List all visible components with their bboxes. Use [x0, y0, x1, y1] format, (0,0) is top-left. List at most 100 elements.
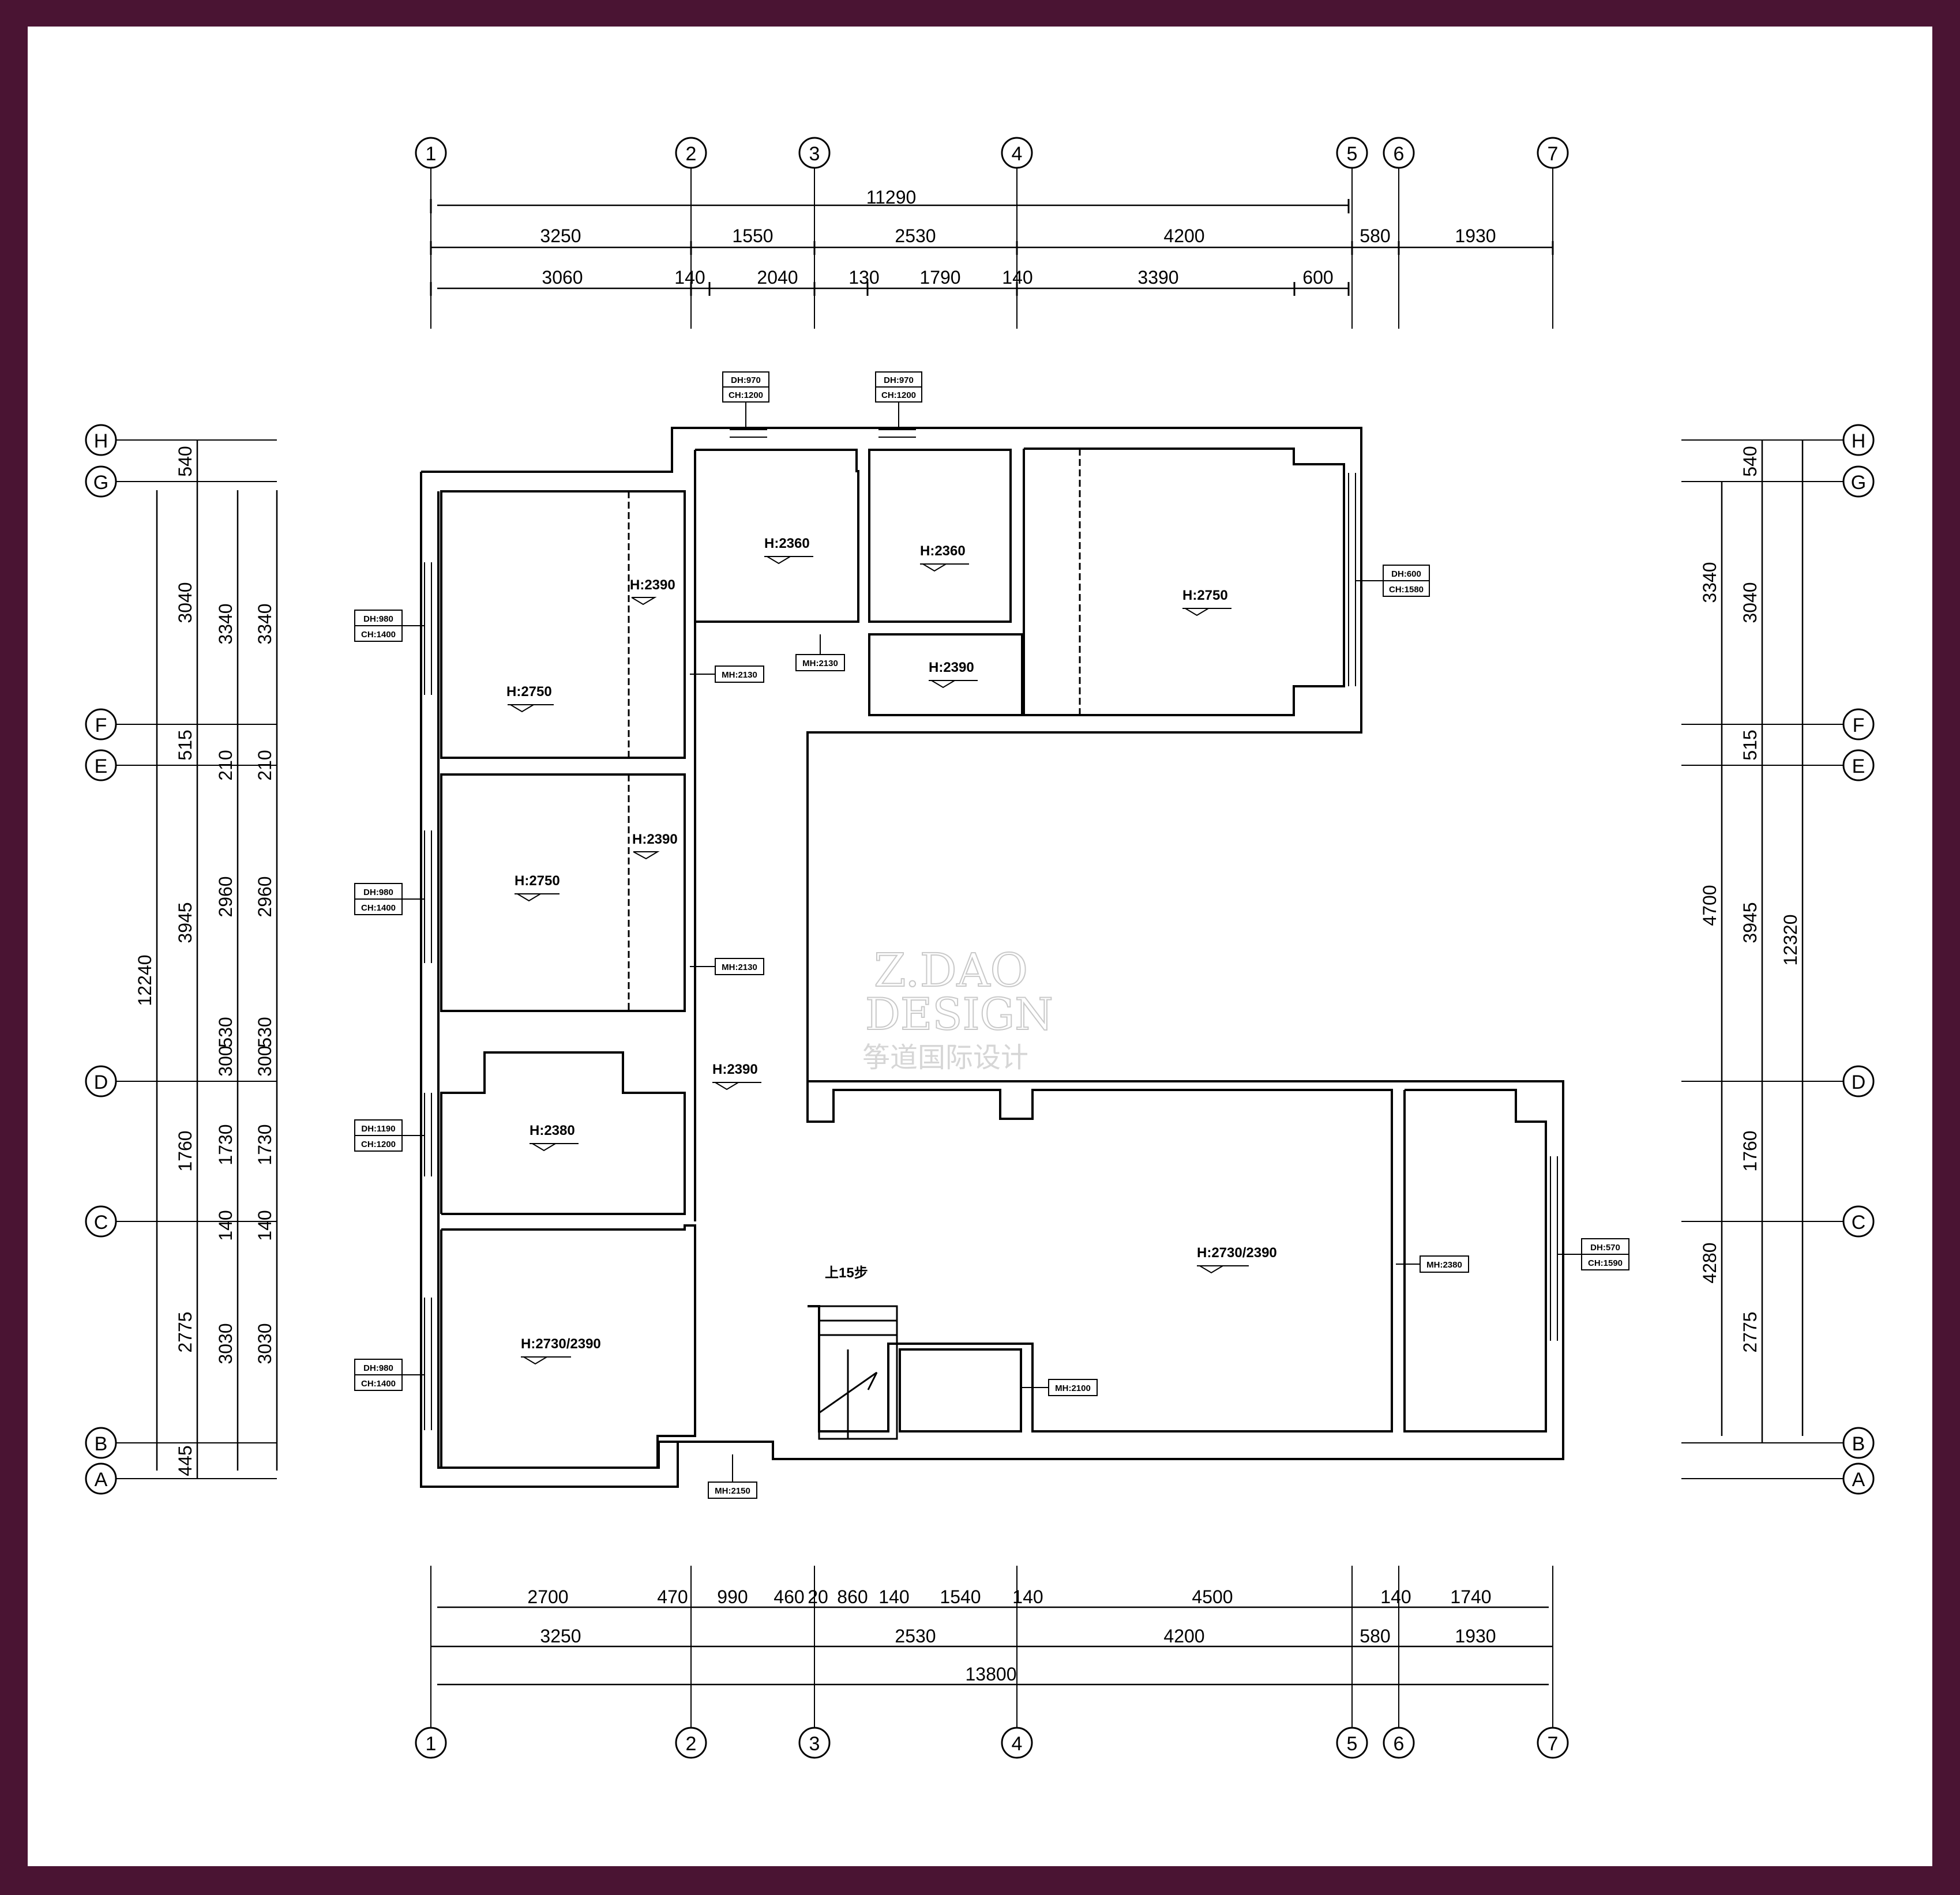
axis-label: D: [94, 1071, 108, 1093]
tag-text: DH:970 CH:1200 DH:970 CH:1200 DH:980 CH:…: [361, 375, 1623, 1496]
dim-text: 515: [175, 730, 196, 760]
dim-text: 1760: [1740, 1130, 1760, 1171]
tag-leaders: [402, 402, 1582, 1482]
dim-text: 12240: [134, 955, 155, 1006]
axis-label: G: [93, 472, 108, 494]
dim-text: 2775: [1740, 1311, 1760, 1352]
dim-text: 140: [1002, 267, 1032, 288]
dim-text: 140: [674, 267, 705, 288]
room-height: H:2390: [630, 577, 675, 593]
dim-text: 3390: [1137, 267, 1178, 288]
dim-text: 1930: [1455, 1626, 1496, 1646]
dim-text: 1930: [1455, 225, 1496, 246]
tag-line: DH:970: [731, 375, 761, 385]
dim-text: 12320: [1780, 915, 1801, 966]
dim-text: 990: [717, 1586, 748, 1607]
axis-label: C: [1852, 1212, 1866, 1234]
dim-text: 20: [808, 1586, 828, 1607]
tag-line: MH:2100: [1055, 1383, 1091, 1393]
room-height: H:2380: [530, 1123, 575, 1138]
tag-line: CH:1400: [361, 903, 396, 913]
room-height: H:2750: [515, 873, 560, 889]
tag-line: DH:1190: [361, 1124, 395, 1134]
dim-text: 1730: [215, 1124, 236, 1165]
dim-text: 3945: [175, 902, 196, 943]
axis-label: E: [1852, 755, 1865, 777]
tag-line: MH:2380: [1426, 1260, 1462, 1270]
tag-line: CH:1590: [1588, 1258, 1623, 1268]
tag-line: DH:600: [1391, 569, 1421, 579]
dim-text: 540: [175, 446, 196, 476]
tag-line: CH:1200: [729, 390, 763, 400]
tag-line: DH:980: [363, 614, 393, 624]
dim-text: 3250: [540, 1626, 581, 1646]
dim-text: 445: [175, 1445, 196, 1476]
room-height: H:2390: [929, 660, 974, 675]
axis-label: 7: [1548, 143, 1559, 165]
windows: [424, 429, 1558, 1430]
dimension-lines: [156, 204, 1804, 1686]
axis-label: 2: [686, 143, 697, 165]
dim-text: 2700: [527, 1586, 568, 1607]
dim-text: 3250: [540, 225, 581, 246]
dim-text: 210: [254, 750, 275, 780]
tag-line: CH:1580: [1389, 585, 1424, 595]
dim-text: 460: [774, 1586, 804, 1607]
room-height: H:2360: [764, 536, 810, 551]
dim-text: 2530: [895, 1626, 936, 1646]
dim-text: 130: [848, 267, 879, 288]
dim-text: 300: [254, 1046, 275, 1076]
room-height: H:2750: [506, 684, 552, 700]
axis-label: 7: [1548, 1733, 1559, 1755]
dim-text: 1730: [254, 1124, 275, 1165]
room-height: H:2750: [1182, 588, 1228, 603]
tag-line: MH:2130: [722, 962, 757, 972]
tag-line: CH:1200: [361, 1140, 396, 1149]
dim-text: 140: [254, 1210, 275, 1240]
tag-line: MH:2130: [722, 670, 757, 680]
dim-text: 2530: [895, 225, 936, 246]
dim-text: 1790: [919, 267, 960, 288]
axis-label: A: [95, 1469, 108, 1491]
walls: [420, 427, 1564, 1488]
tag-line: MH:2150: [715, 1486, 750, 1496]
right-dimension-text: 12320 3340 4700 4280 540 3040 515 3945 1…: [1699, 446, 1801, 1352]
dim-text: 530: [215, 1017, 236, 1047]
watermark-line: DESIGN: [865, 988, 1053, 1040]
tag-line: DH:570: [1590, 1243, 1620, 1253]
dim-text: 4200: [1163, 1626, 1204, 1646]
dim-text: 860: [837, 1586, 868, 1607]
axis-label: F: [1853, 715, 1865, 736]
watermark-line: Z.DAO: [874, 943, 1028, 997]
axis-label: 1: [426, 143, 437, 165]
left-dimension-text: 12240 540 3040 515 3945 1760 2775 445 33…: [134, 446, 275, 1476]
room-height: H:2730/2390: [1197, 1245, 1277, 1261]
dim-text: 2960: [254, 876, 275, 917]
dim-text: 515: [1740, 730, 1760, 760]
dim-text: 3030: [254, 1323, 275, 1364]
axis-label: F: [95, 715, 107, 736]
dim-text: 4200: [1163, 225, 1204, 246]
dimension-ticks: [430, 199, 1554, 296]
dim-text: 470: [657, 1586, 688, 1607]
axis-label: 1: [426, 1733, 437, 1755]
dim-text: 3945: [1740, 902, 1760, 943]
tag-line: CH:1200: [881, 390, 916, 400]
room-height: H:2390: [632, 832, 678, 847]
dim-text: 3340: [1699, 562, 1720, 603]
dim-text: 530: [254, 1017, 275, 1047]
drawing-sheet: [28, 27, 1932, 1866]
axis-label: 4: [1012, 143, 1023, 165]
dim-text: 2775: [175, 1311, 196, 1352]
dim-text: 4500: [1192, 1586, 1233, 1607]
axis-label: 3: [809, 1733, 820, 1755]
dim-text: 140: [1380, 1586, 1411, 1607]
dim-text: 210: [215, 750, 236, 780]
top-dimension-text: 11290 3250 1550 2530 4200 580 1930 3060 …: [540, 187, 1496, 288]
dim-text: 11290: [866, 187, 917, 208]
dim-text: 2960: [215, 876, 236, 917]
axis-label: C: [94, 1212, 108, 1234]
dim-text: 3040: [1740, 582, 1760, 623]
dim-text: 600: [1302, 267, 1333, 288]
axis-label: 6: [1394, 1733, 1405, 1755]
